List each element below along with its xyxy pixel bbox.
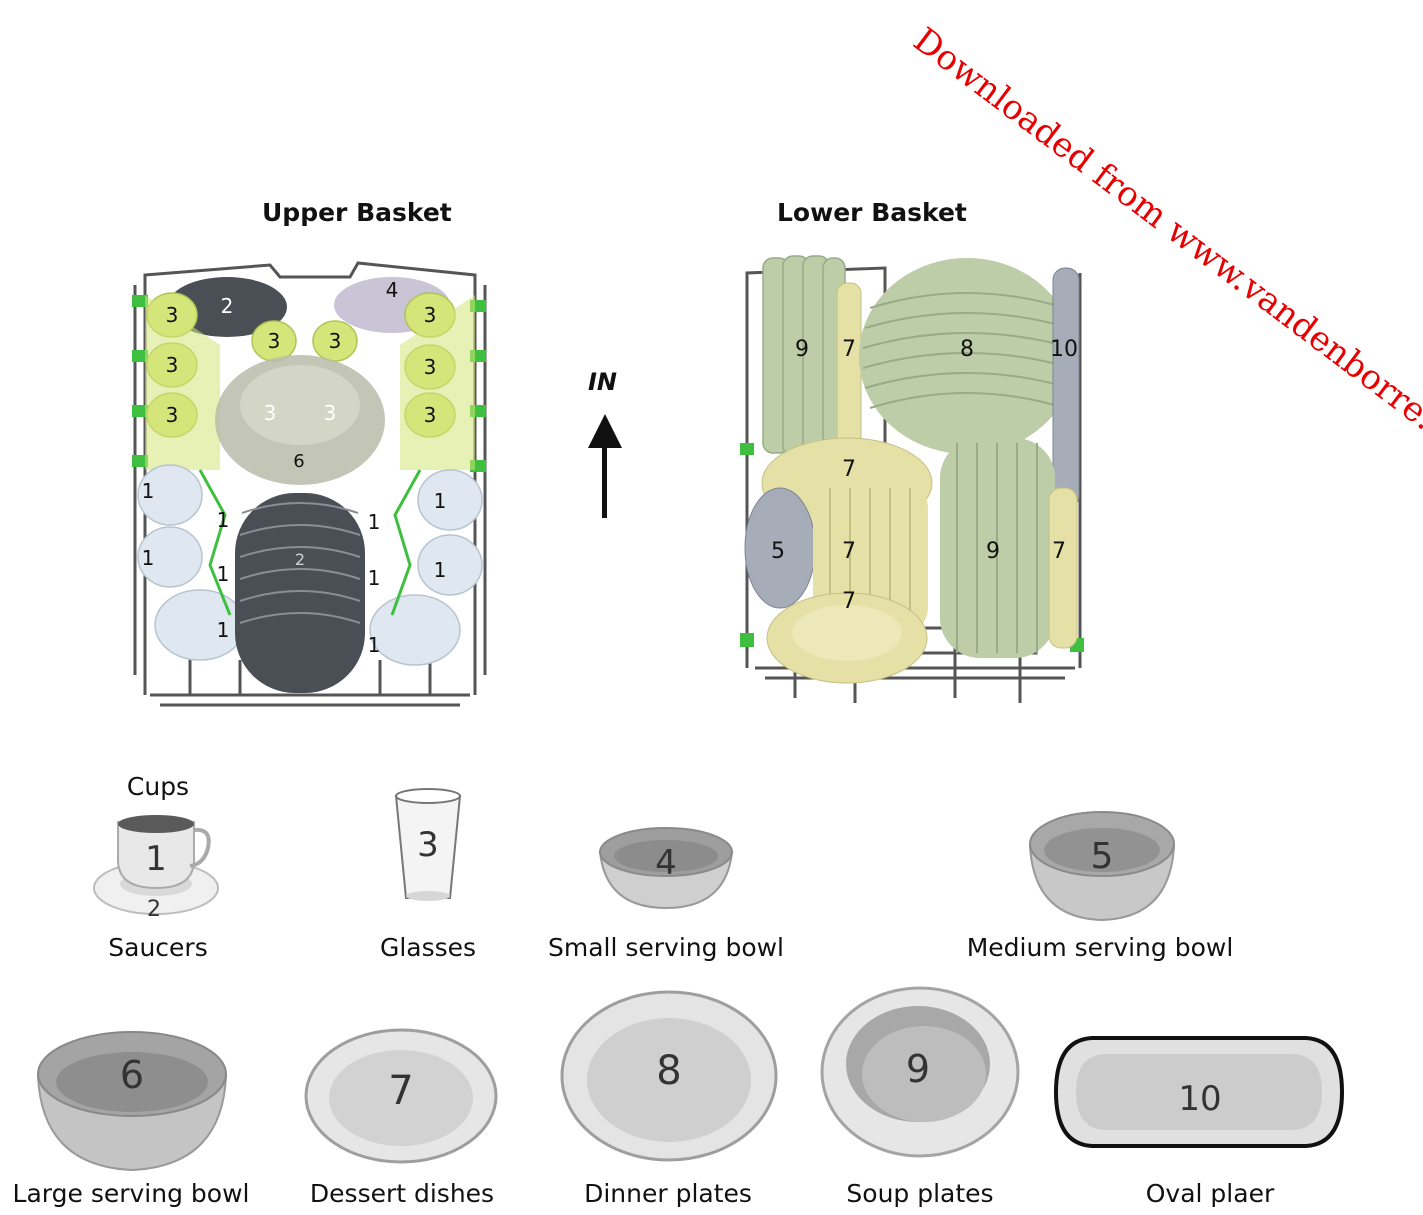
oval-platter-icon: 10 [1052, 1030, 1346, 1154]
legend-caption-soup-plates: Soup plates [818, 1179, 1022, 1208]
small-bowl-icon: 4 [596, 822, 736, 912]
legend-caption-large-serving-bowl: Large serving bowl [0, 1179, 262, 1208]
lower-label: 7 [842, 457, 856, 482]
dinner-plate-icon: 8 [558, 988, 780, 1164]
legend-number: 2 [147, 897, 161, 920]
upper-label: 3 [424, 355, 437, 379]
legend-number: 3 [417, 825, 439, 865]
legend-number: 5 [1091, 836, 1114, 877]
legend-number: 8 [656, 1048, 681, 1094]
medium-bowl-icon: 5 [1026, 806, 1178, 924]
legend-caption-medium-serving-bowl: Medium serving bowl [950, 933, 1250, 962]
legend-number: 9 [906, 1047, 930, 1091]
soup-plate-icon: 9 [818, 984, 1022, 1160]
lower-label: 10 [1050, 337, 1078, 362]
lower-label: 8 [960, 337, 974, 362]
large-bowl-icon: 6 [34, 1024, 230, 1174]
glass-icon: 3 [392, 786, 464, 904]
upper-label: 2 [295, 550, 305, 569]
upper-label: 3 [268, 329, 281, 353]
upper-label: 1 [434, 489, 447, 513]
legend-number: 4 [655, 843, 677, 883]
upper-label: 1 [368, 510, 381, 534]
upper-label: 3 [424, 303, 437, 327]
lower-basket-illustration: 9 7 8 10 7 5 7 9 7 7 [735, 248, 1095, 718]
legend-caption-dessert-dishes: Dessert dishes [300, 1179, 504, 1208]
legend-number: 7 [388, 1068, 413, 1114]
lower-label: 5 [771, 539, 785, 564]
upper-label: 3 [166, 353, 179, 377]
upper-label: 3 [164, 296, 177, 320]
upper-label: 1 [217, 562, 230, 586]
upper-label: 6 [293, 451, 304, 472]
upper-label: 2 [221, 294, 234, 318]
upper-label: 1 [217, 618, 230, 642]
upper-basket-title: Upper Basket [262, 198, 452, 227]
lower-label: 9 [986, 539, 1000, 564]
upper-label: 1 [142, 479, 155, 503]
lower-label: 7 [842, 539, 856, 564]
legend-caption-oval-platter: Oval plaer [1110, 1179, 1310, 1208]
upper-label: 1 [217, 508, 230, 532]
legend-number: 10 [1178, 1079, 1221, 1119]
upper-label: 1 [434, 558, 447, 582]
lower-basket-title: Lower Basket [777, 198, 967, 227]
upper-label: 3 [166, 403, 179, 427]
lower-label: 9 [795, 337, 809, 362]
legend-number: 1 [145, 839, 167, 879]
legend-caption-glasses: Glasses [348, 933, 508, 962]
upper-basket-illustration: 2 4 3 3 3 3 3 3 3 3 3 3 3 6 1 1 1 1 1 1 … [130, 255, 490, 715]
upper-label: 3 [329, 329, 342, 353]
legend-caption-small-serving-bowl: Small serving bowl [536, 933, 796, 962]
upper-label: 4 [386, 278, 399, 302]
upper-label: 1 [142, 546, 155, 570]
legend-caption-dinner-plates: Dinner plates [566, 1179, 770, 1208]
upper-label: 1 [368, 566, 381, 590]
legend-number: 6 [120, 1053, 144, 1097]
lower-label: 7 [842, 337, 856, 362]
upper-label: 3 [424, 403, 437, 427]
legend-caption-cups: Cups [78, 772, 238, 801]
direction-label: IN [588, 368, 617, 396]
cup-saucer-icon: 1 2 [88, 810, 228, 920]
lower-label: 7 [1052, 539, 1066, 564]
upper-label: 1 [368, 633, 381, 657]
dessert-dish-icon: 7 [302, 1026, 500, 1166]
arrow-up-icon [585, 412, 625, 522]
legend-caption-saucers: Saucers [78, 933, 238, 962]
upper-label: 3 [324, 401, 337, 425]
upper-label: 3 [264, 401, 277, 425]
lower-label: 7 [842, 589, 856, 614]
